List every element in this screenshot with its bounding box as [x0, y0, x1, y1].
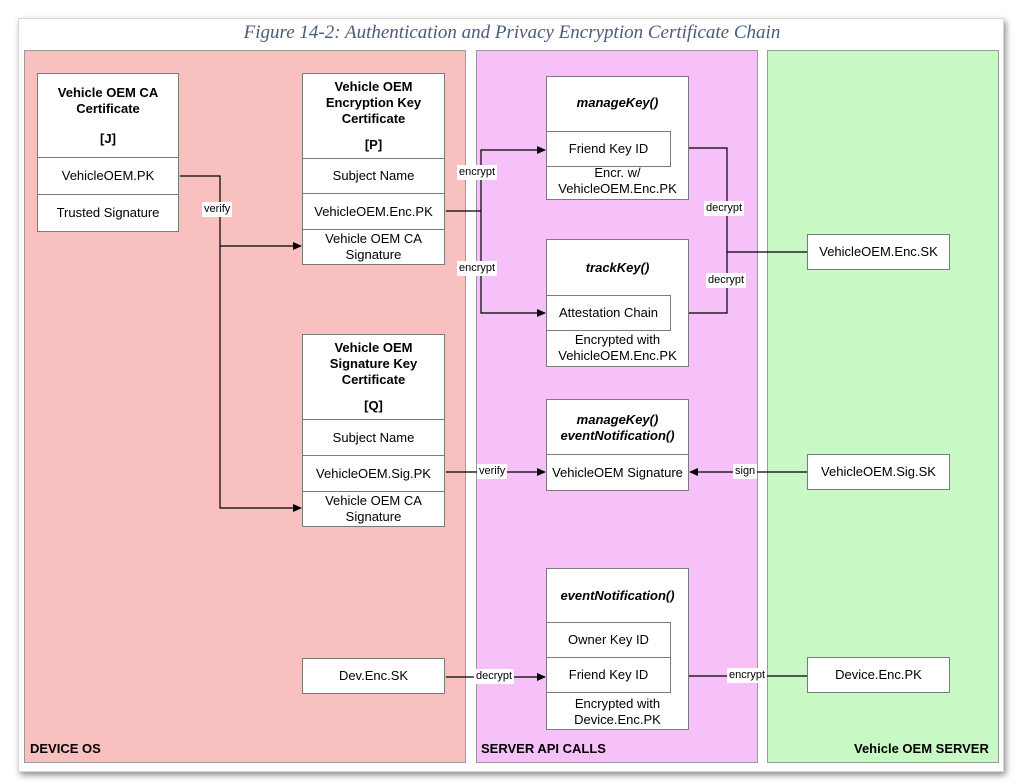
enc-cert-subject: Subject Name	[302, 158, 445, 194]
manage-key-friend-id: Friend Key ID	[546, 131, 671, 167]
enc-cert-pk: VehicleOEM.Enc.PK	[302, 193, 445, 230]
enc-cert-title-2: Encryption Key	[325, 95, 422, 110]
sig-cert-tag: [Q]	[364, 398, 383, 413]
edge-label-decrypt-manage: decrypt	[704, 201, 745, 216]
manage-key-note: Encr. w/ VehicleOEM.Enc.PK	[546, 165, 689, 197]
ca-cert-header: Vehicle OEM CA Certificate [J]	[37, 73, 179, 158]
track-key-note: Encrypted with VehicleOEM.Enc.PK	[546, 332, 689, 364]
lane-label-oem-server: Vehicle OEM SERVER	[854, 741, 989, 756]
track-key-header: trackKey()	[585, 260, 650, 275]
edge-label-decrypt-track: decrypt	[706, 273, 747, 288]
ca-cert-tag: [J]	[100, 130, 116, 146]
manage-event-header-2: eventNotification()	[560, 428, 675, 443]
sig-cert-title-3: Certificate	[341, 372, 406, 387]
enc-cert-header: Vehicle OEM Encryption Key Certificate […	[302, 73, 445, 159]
sig-cert-title-1: Vehicle OEM	[334, 340, 413, 355]
enc-cert-title-3: Certificate	[341, 111, 406, 126]
figure-title: Figure 14-2: Authentication and Privacy …	[243, 22, 781, 43]
server-sig-sk: VehicleOEM.Sig.SK	[807, 454, 950, 490]
track-key-note-2: VehicleOEM.Enc.PK	[558, 348, 677, 363]
sig-cert-title-2: Signature Key	[329, 356, 418, 371]
ca-cert-pk: VehicleOEM.PK	[37, 157, 179, 195]
manage-key-note-1: Encr. w/	[594, 165, 641, 180]
manage-event-header: manageKey() eventNotification()	[546, 410, 689, 446]
dev-enc-sk: Dev.Enc.SK	[302, 658, 445, 694]
manage-event-header-1: manageKey()	[576, 412, 659, 427]
event-notif-header: eventNotification()	[560, 588, 675, 603]
enc-cert-sig-2: Signature	[345, 247, 402, 262]
track-key-note-1: Encrypted with	[574, 332, 661, 347]
event-notif-friend-id: Friend Key ID	[546, 657, 671, 693]
sig-cert-header: Vehicle OEM Signature Key Certificate [Q…	[302, 334, 445, 420]
track-key-attestation: Attestation Chain	[546, 295, 671, 331]
lane-oem-server	[767, 50, 999, 763]
enc-cert-sig-1: Vehicle OEM CA	[325, 231, 422, 246]
enc-cert-signature: Vehicle OEM CA Signature	[302, 229, 445, 265]
manage-event-signature: VehicleOEM Signature	[546, 454, 689, 491]
event-notif-note-2: Device.Enc.PK	[574, 712, 661, 727]
edge-label-encrypt-manage: encrypt	[457, 165, 498, 180]
ca-cert-title-2: Certificate	[76, 100, 140, 116]
edge-label-encrypt-dev: encrypt	[727, 668, 768, 683]
sig-cert-sig-2: Signature	[345, 509, 402, 524]
server-enc-sk: VehicleOEM.Enc.SK	[807, 234, 950, 270]
event-notif-note-1: Encrypted with	[574, 696, 661, 711]
sig-cert-sig-1: Vehicle OEM CA	[325, 493, 422, 508]
ca-cert-title-1: Vehicle OEM CA	[57, 84, 159, 100]
lane-label-server-api: SERVER API CALLS	[481, 741, 606, 756]
ca-cert-signature: Trusted Signature	[37, 194, 179, 232]
lane-label-device-os: DEVICE OS	[30, 741, 101, 756]
enc-cert-tag: [P]	[364, 137, 383, 152]
sig-cert-pk: VehicleOEM.Sig.PK	[302, 455, 445, 492]
event-notif-owner-id: Owner Key ID	[546, 622, 671, 658]
sig-cert-signature: Vehicle OEM CA Signature	[302, 491, 445, 527]
enc-cert-title-1: Vehicle OEM	[334, 79, 413, 94]
edge-label-sign: sign	[733, 464, 758, 479]
edge-label-verify-sig: verify	[477, 464, 508, 479]
sig-cert-subject: Subject Name	[302, 419, 445, 456]
edge-label-decrypt-dev: decrypt	[474, 669, 515, 684]
edge-label-verify-ca: verify	[202, 202, 233, 217]
event-notif-note: Encrypted with Device.Enc.PK	[546, 696, 689, 728]
manage-key-header: manageKey()	[576, 95, 659, 110]
server-dev-pk: Device.Enc.PK	[807, 657, 950, 693]
manage-key-note-2: VehicleOEM.Enc.PK	[558, 181, 677, 196]
edge-label-encrypt-track: encrypt	[457, 261, 498, 276]
